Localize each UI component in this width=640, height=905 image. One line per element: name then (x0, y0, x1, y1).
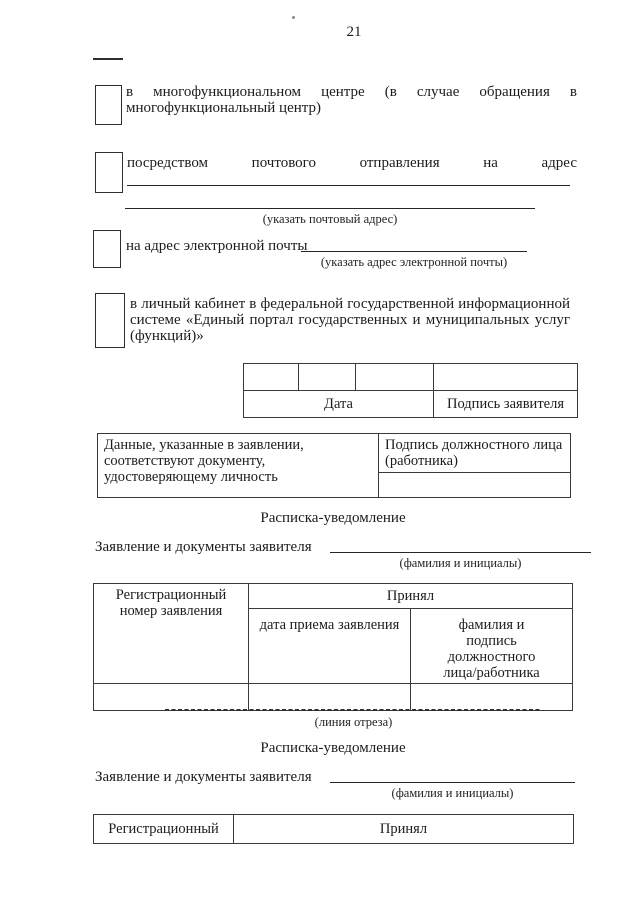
receipt1-title: Расписка-уведомление (260, 510, 406, 526)
receipt1-table: Регистрационный номер заявления Принял д… (93, 583, 573, 711)
applicant-signature-entry-cell[interactable] (433, 363, 578, 391)
date-entry-cell-3[interactable] (355, 363, 434, 391)
accept-sign-header-cell: фамилия и подпись должностного лица/рабо… (410, 608, 573, 684)
date-entry-cell-1[interactable] (243, 363, 299, 391)
receipt2-name-line[interactable] (330, 768, 575, 783)
receipt1-name-caption: (фамилия и инициалы) (399, 556, 522, 570)
identity-statement-cell: Данные, указанные в заявлении, соответст… (97, 433, 379, 498)
checkbox-postal[interactable] (95, 152, 123, 193)
official-signature-label-cell: Подпись должностного лица (работника) (378, 433, 571, 473)
receipt2-reg-header-cell: Регистрационный (93, 814, 234, 844)
option-postal-label: посредством почтового отправления на адр… (127, 155, 577, 171)
accept-date-header-cell: дата приема заявления (248, 608, 411, 684)
accepted-header-cell: Принял (248, 583, 573, 609)
postal-address-caption: (указать почтовый адрес) (262, 212, 398, 226)
cut-line-caption: (линия отреза) (314, 715, 393, 729)
receipt2-claim-label: Заявление и документы заявителя (95, 769, 312, 785)
checkbox-mfc[interactable] (95, 85, 122, 125)
date-label-cell: Дата (243, 390, 434, 418)
date-signature-table: Дата Подпись заявителя (243, 363, 578, 418)
receipt1-claim-label: Заявление и документы заявителя (95, 539, 312, 555)
identity-check-table: Данные, указанные в заявлении, соответст… (97, 433, 571, 498)
receipt2-table: Регистрационный Принял (93, 814, 574, 844)
reg-number-entry-cell[interactable] (93, 683, 249, 711)
page-number: 21 (346, 24, 362, 40)
cut-line (165, 709, 542, 711)
checkbox-email[interactable] (93, 230, 121, 268)
option-mfc-label: в многофункциональном центре (в случае о… (126, 84, 577, 116)
checkbox-portal[interactable] (95, 293, 125, 348)
option-portal-label: в личный кабинет в федеральной государст… (130, 296, 570, 344)
top-left-line (93, 58, 123, 60)
receipt1-name-line[interactable] (330, 538, 591, 553)
email-address-line[interactable] (301, 237, 527, 252)
email-address-caption: (указать адрес электронной почты) (320, 255, 508, 269)
official-signature-entry-cell[interactable] (378, 472, 571, 498)
reg-number-header-cell: Регистрационный номер заявления (93, 583, 249, 684)
postal-address-line-1[interactable] (127, 171, 570, 186)
option-email-label: на адрес электронной почты (126, 238, 308, 254)
scan-artifact-dot (292, 16, 295, 19)
receipt2-name-caption: (фамилия и инициалы) (391, 786, 514, 800)
accept-sign-entry-cell[interactable] (410, 683, 573, 711)
postal-address-line-2[interactable] (125, 194, 535, 209)
date-entry-cell-2[interactable] (298, 363, 356, 391)
accept-date-entry-cell[interactable] (248, 683, 411, 711)
applicant-signature-label-cell: Подпись заявителя (433, 390, 578, 418)
receipt2-accepted-header-cell: Принял (233, 814, 574, 844)
receipt2-title: Расписка-уведомление (260, 740, 406, 756)
